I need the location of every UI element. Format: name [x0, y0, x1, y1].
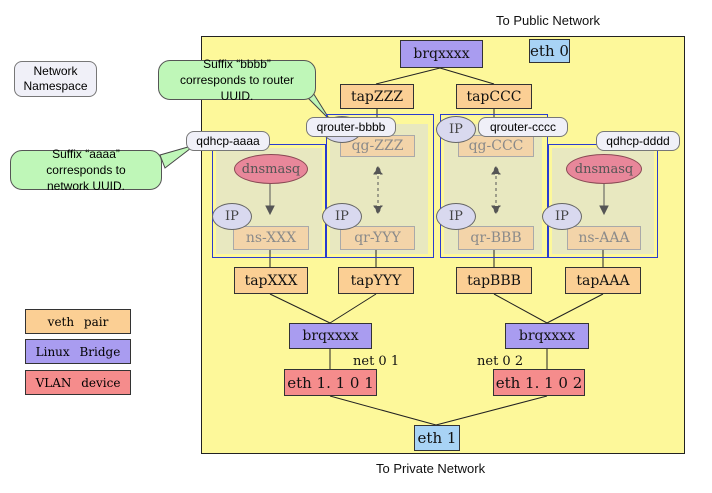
namespace-label-qrouter-cccc: qrouter-cccc [478, 117, 568, 137]
legend-veth-pair: veth pair [25, 309, 131, 334]
title-private-network: To Private Network [376, 461, 486, 476]
vlan-eth1-102[interactable]: eth 1. 1 0 2 [493, 369, 585, 396]
callout-network-uuid: Suffix “aaaa” corresponds to network UUI… [10, 147, 162, 193]
bridge-brqxxxx-left[interactable]: brqxxxx [289, 323, 372, 349]
veth-tapBBB[interactable]: tapBBB [456, 267, 532, 294]
ip-circle-qr-bbb: IP [436, 203, 476, 230]
device-ns-xxx[interactable]: ns-XXX [233, 226, 309, 250]
line-tapAAA-brq [546, 293, 604, 324]
legend-linux-bridge: Linux Bridge [25, 339, 131, 364]
veth-tapZZZ[interactable]: tapZZZ [340, 84, 414, 109]
device-qr-yyy[interactable]: qr-YYY [340, 226, 415, 250]
veth-tapYYY[interactable]: tapYYY [338, 267, 414, 294]
veth-tapXXX[interactable]: tapXXX [234, 267, 308, 294]
device-qr-bbb[interactable]: qr-BBB [458, 226, 534, 250]
callout-router-uuid: Suffix “bbbb” corresponds to router UUID… [158, 57, 316, 103]
ip-circle-qg-ccc: IP [436, 116, 476, 143]
eth1-port[interactable]: eth 1 [414, 425, 460, 451]
line-brq-tapCCC [439, 67, 495, 85]
veth-tapCCC[interactable]: tapCCC [456, 84, 532, 109]
namespace-qrouter-cccc-border [440, 114, 548, 258]
bridge-brqxxxx-right[interactable]: brqxxxx [505, 323, 589, 349]
bridge-brqxxxx-top[interactable]: brqxxxx [400, 40, 483, 68]
ip-circle-ns-aaa: IP [542, 203, 582, 230]
namespace-qrouter-bbbb-border [326, 114, 434, 258]
legend-vlan-device: VLAN device [25, 370, 131, 395]
ip-circle-qr-yyy: IP [322, 203, 362, 230]
line-eth1101-eth1 [329, 395, 437, 426]
namespace-label-qdhcp-dddd: qdhcp-dddd [596, 131, 680, 151]
callout-pointer-network [159, 144, 196, 169]
device-ns-aaa[interactable]: ns-AAA [567, 226, 641, 250]
legend-network-namespace: Network Namespace [14, 61, 97, 97]
line-eth1102-eth1 [435, 395, 548, 426]
line-brq-tapZZZ [375, 67, 441, 85]
ip-circle-ns-xxx: IP [212, 203, 252, 230]
line-tapYYY-brq [329, 293, 377, 324]
line-tapXXX-brq [269, 293, 331, 324]
namespace-label-qdhcp-aaaa: qdhcp-aaaa [186, 131, 270, 151]
vlan-eth1-101[interactable]: eth 1. 1 0 1 [284, 369, 377, 396]
veth-tapAAA[interactable]: tapAAA [565, 267, 641, 294]
title-public-network: To Public Network [496, 13, 601, 28]
line-tapBBB-brq [493, 293, 548, 324]
net-label-02: net 0 2 [477, 354, 524, 369]
namespace-label-qrouter-bbbb: qrouter-bbbb [306, 117, 396, 137]
eth0-port[interactable]: eth 0 [529, 39, 570, 63]
net-label-01: net 0 1 [353, 354, 400, 369]
dnsmasq-left: dnsmasq [234, 154, 308, 184]
dnsmasq-right: dnsmasq [566, 154, 642, 184]
